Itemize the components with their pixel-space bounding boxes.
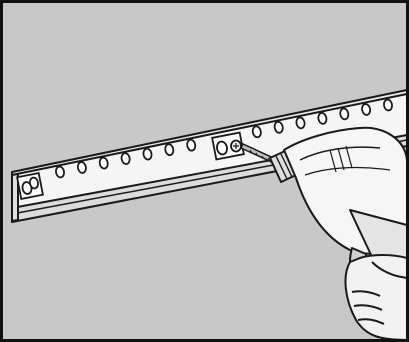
keyhole-slot-left — [17, 173, 43, 199]
screw-icon — [231, 141, 241, 152]
keyhole-slot-right — [212, 133, 244, 160]
